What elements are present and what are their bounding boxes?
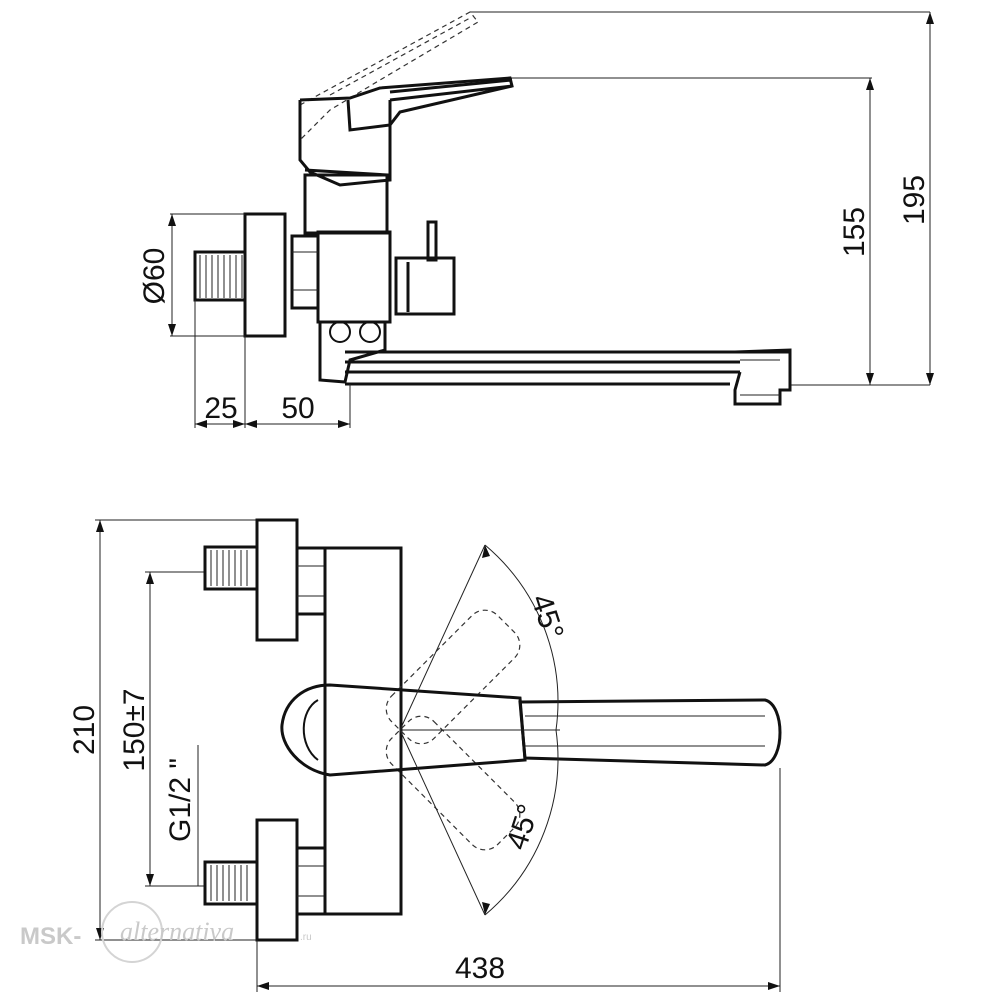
dim-thread: G1/2 " (164, 758, 197, 842)
side-view: 195 155 Ø60 25 50 (138, 11, 934, 428)
thread-hatch-upper (210, 550, 248, 586)
watermark-brand-script: alternativa (120, 917, 234, 946)
dim-total-width: 210 (68, 705, 101, 755)
thread-hatch-side (199, 255, 243, 298)
dim-spout-length: 438 (455, 952, 505, 985)
watermark-brand-left: MSK- (20, 923, 81, 950)
watermark: MSK- alternativa .ru (20, 901, 312, 963)
dim-offset: 50 (281, 392, 314, 425)
dim-angle-top: 45° (524, 590, 569, 643)
dim-flange-diameter: Ø60 (138, 248, 171, 305)
dim-inlet-length: 25 (204, 392, 237, 425)
thread-hatch-lower (210, 865, 248, 901)
watermark-brand-suffix: .ru (300, 932, 312, 943)
dim-total-height: 195 (898, 175, 931, 225)
dim-center-distance: 150±7 (118, 688, 151, 771)
dim-spout-height: 155 (838, 207, 871, 257)
